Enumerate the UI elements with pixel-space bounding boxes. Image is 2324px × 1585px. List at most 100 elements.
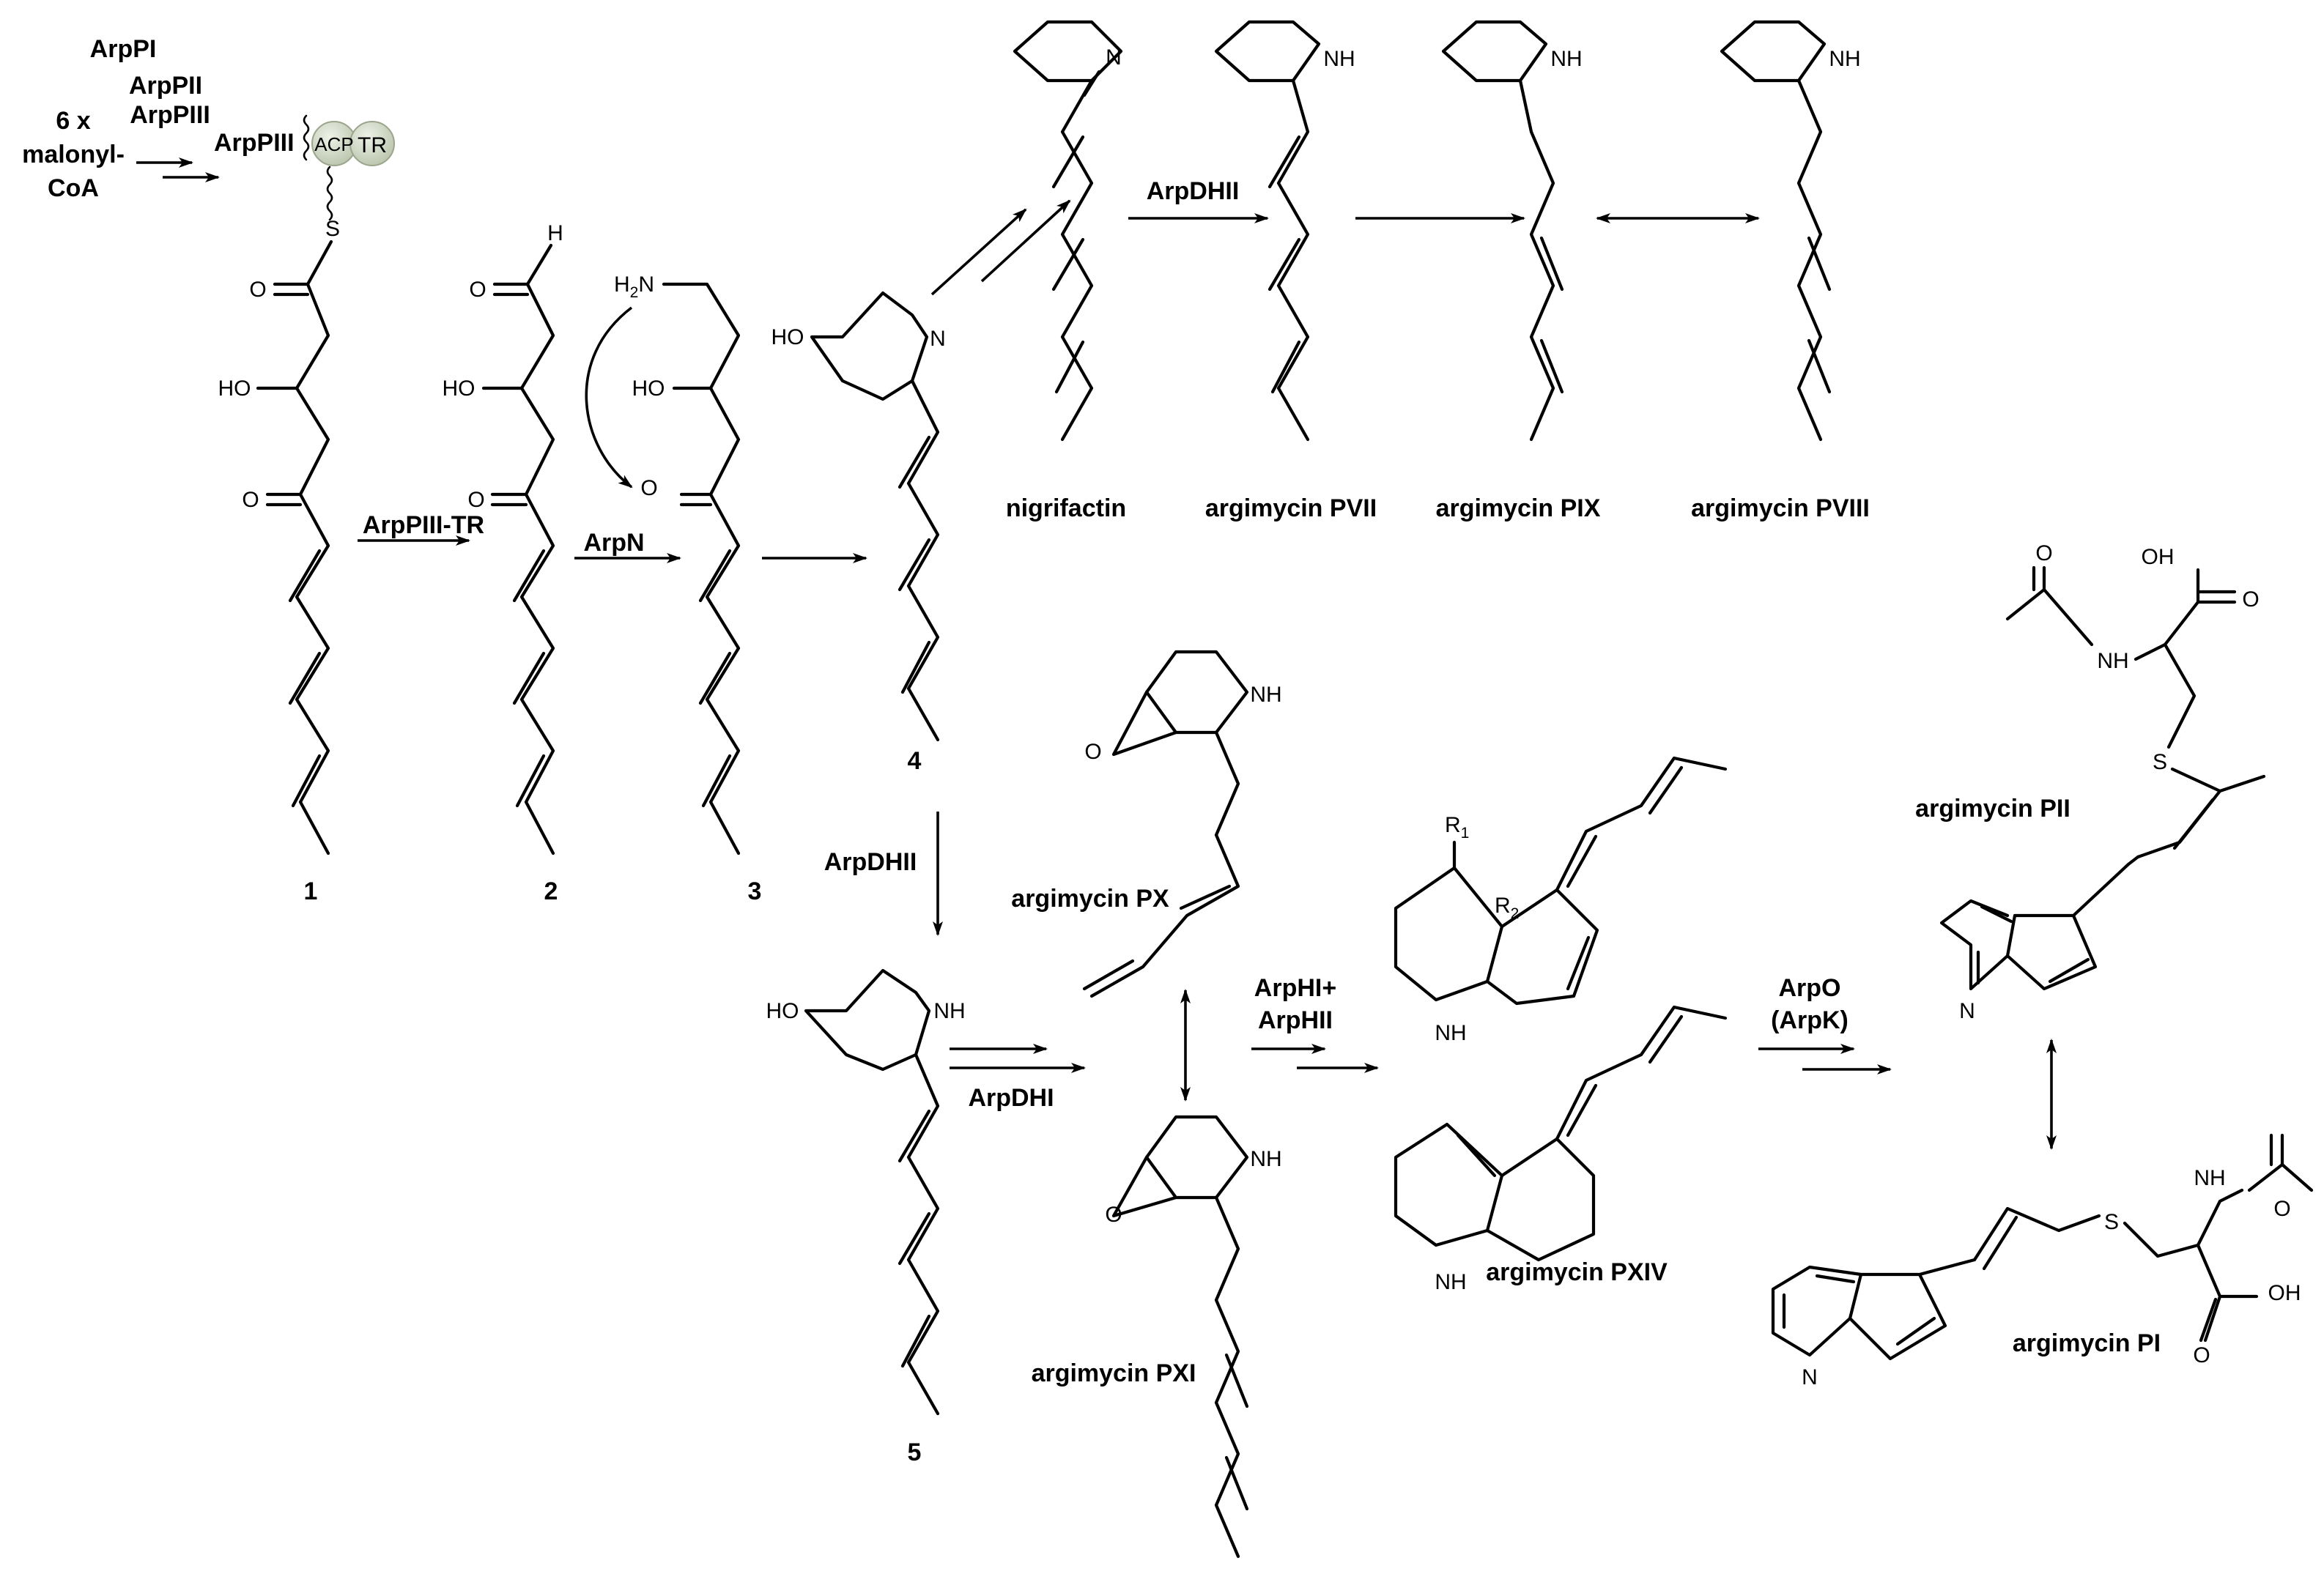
rings-intermediate	[1394, 840, 1599, 1006]
atom-nh: NH	[1435, 1021, 1466, 1045]
argimycin-pxiv: NH argimycin PXIV	[1394, 1005, 1728, 1294]
side-chain-double-bonds-intermediate	[1566, 765, 1684, 888]
compound-2: H O HO O 2	[443, 221, 563, 905]
compound-label-pii: argimycin PII	[1915, 795, 2070, 823]
curved-arrow-cyclization	[585, 306, 633, 489]
atom-h: H	[547, 221, 563, 245]
carbonyl-3	[679, 492, 713, 507]
double-bonds-nigrifactin	[1051, 135, 1085, 394]
compound-label-pvii: argimycin PVII	[1205, 494, 1377, 522]
atom-ho: HO	[443, 376, 475, 401]
enzyme-arpdhii: ArpDHII	[1147, 177, 1240, 205]
compound-5: HO NH 5	[766, 968, 966, 1466]
arrow-4-to-nigrifactin-2	[980, 199, 1071, 283]
ring-pxi	[1144, 1115, 1249, 1200]
compound-label-3: 3	[748, 877, 762, 905]
chain-2	[519, 243, 555, 855]
substrate-line-1: 6 x	[56, 107, 90, 135]
atom-nh: NH	[933, 999, 965, 1023]
compound-label-pviii: argimycin PVIII	[1691, 494, 1870, 522]
atom-s: S	[2104, 1210, 2119, 1234]
epoxide-px	[1111, 690, 1178, 757]
epoxide-pxi	[1111, 1155, 1178, 1218]
enzyme-tr-step: ArpPIII-TR	[363, 511, 484, 539]
rings-pii	[1939, 855, 2140, 991]
atom-ho: HO	[632, 376, 665, 401]
compound-label-nigrifactin: nigrifactin	[1006, 494, 1126, 522]
atom-n: N	[930, 327, 946, 351]
side-chain-pxiv	[1555, 1005, 1728, 1141]
double-bonds-5	[898, 1109, 931, 1368]
atom-h2n: H2N	[614, 272, 654, 301]
double-bonds-3	[698, 549, 732, 808]
side-chain-double-bond-pi	[1982, 1215, 2018, 1271]
tr-label: TR	[358, 133, 387, 157]
atom-nh: NH	[1829, 47, 1860, 71]
enzyme-arpdhi: ArpDHI	[968, 1084, 1054, 1112]
acp-label: ACP	[314, 133, 353, 155]
atom-r2: R2	[1495, 894, 1519, 922]
chain-1	[295, 240, 333, 855]
arrow-4-to-nigrifactin-1	[930, 208, 1027, 296]
atom-nh: NH	[2097, 649, 2128, 673]
atom-nh: NH	[1435, 1270, 1466, 1294]
ring-4	[810, 291, 929, 401]
loading-region: ArpPI ArpPII ArpPIII 6 x malonyl- CoA Ar…	[22, 35, 395, 221]
wavy-bond-2	[326, 166, 333, 221]
cysteine-pi	[2123, 1188, 2244, 1299]
acetyl-pi	[2247, 1133, 2314, 1192]
double-bonds-pviii	[1807, 236, 1832, 394]
atom-ho: HO	[771, 325, 804, 349]
compound-label-pxi: argimycin PXI	[1032, 1359, 1196, 1387]
atom-o: O	[1105, 1203, 1122, 1227]
atom-o: O	[2242, 587, 2259, 612]
ring-nigrifactin	[1013, 20, 1123, 83]
rings-pi	[1771, 1258, 1977, 1361]
compound-label-pxiv: argimycin PXIV	[1486, 1258, 1668, 1286]
acid-pi	[2199, 1294, 2259, 1343]
atom-o: O	[2273, 1197, 2290, 1221]
substrate-line-2: malonyl-	[22, 141, 125, 168]
compound-label-2: 2	[544, 877, 558, 905]
atom-s: S	[325, 217, 340, 241]
chain-pvii	[1276, 78, 1310, 442]
atom-ho: HO	[218, 376, 251, 401]
atom-o: O	[242, 488, 259, 512]
chain-nigrifactin	[1060, 78, 1094, 442]
argimycin-pxi: O NH argimycin PXI	[1032, 1115, 1282, 1559]
double-bonds-pvii	[1268, 135, 1301, 394]
compound-label-1: 1	[304, 877, 318, 905]
side-chain-pi	[1972, 1206, 2101, 1262]
atom-nh: NH	[1323, 47, 1355, 71]
enzyme-arpo: ArpO	[1779, 974, 1841, 1002]
atom-n: N	[1106, 45, 1122, 70]
atom-o: O	[2193, 1343, 2210, 1367]
atom-n: N	[1802, 1365, 1818, 1389]
atom-o: O	[467, 488, 484, 512]
rings-pxiv	[1394, 1122, 1596, 1262]
atom-o: O	[2035, 541, 2052, 565]
atom-nh: NH	[2194, 1166, 2225, 1190]
acid-pii	[2134, 568, 2237, 661]
ring-px	[1144, 650, 1249, 735]
carbonyl-1-mid	[265, 492, 303, 507]
aldehyde-2	[492, 282, 530, 297]
ring-double-bonds-pii	[1976, 905, 2090, 985]
substrate-line-3: CoA	[48, 174, 99, 202]
ring-pix	[1441, 20, 1548, 83]
chain-pxi	[1214, 1195, 1240, 1559]
enzyme-arphi: ArpHI+	[1254, 974, 1336, 1002]
tr-domain	[349, 121, 395, 166]
bicyclic-intermediate: R1 R2 NH	[1394, 756, 1728, 1045]
side-chain-intermediate	[1555, 756, 1728, 892]
atom-o: O	[469, 278, 486, 302]
carrier-label: ArpPIII	[214, 129, 295, 157]
ring-double-bond-pxiv	[1456, 1133, 1497, 1178]
wavy-bond-1	[303, 114, 310, 161]
chain-5	[906, 1053, 940, 1416]
atom-o: O	[640, 476, 657, 500]
atom-n: N	[1959, 999, 1975, 1023]
enzyme-arppii: ArpPII	[129, 72, 202, 100]
atom-o: O	[1084, 740, 1101, 764]
